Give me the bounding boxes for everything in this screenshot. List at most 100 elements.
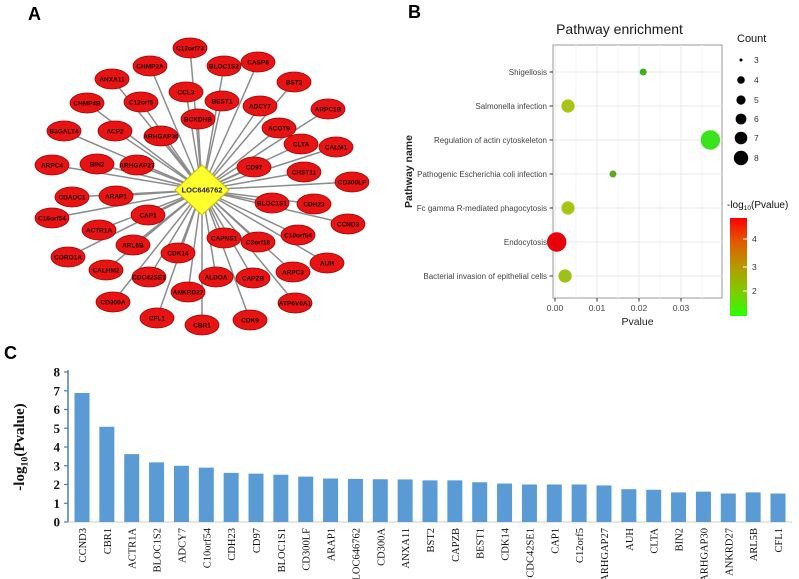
bar-label: CDH23 [227, 528, 238, 561]
bar-label: ARHGAP27 [600, 528, 611, 579]
bar [397, 479, 413, 522]
bar-label: ACTR1A [128, 528, 139, 569]
network-edge [105, 189, 203, 271]
network-node: CLTA [283, 133, 319, 155]
pathway-dot [700, 130, 721, 150]
network-node: CD300LF [334, 171, 370, 193]
network-node: CDK9 [232, 309, 268, 331]
network-node-label: CDH23 [303, 201, 325, 208]
bar-label: CFL1 [774, 528, 785, 553]
network-node-label: ACP2 [106, 128, 124, 135]
network-node-label: CHST11 [292, 169, 317, 176]
network-node-label: CDADC1 [58, 194, 85, 201]
bar-label: CD300A [376, 528, 387, 566]
network-node-label: CD300A [101, 299, 126, 306]
panel-c-label: C [4, 343, 17, 363]
network-node: ALDOA [198, 266, 234, 288]
bar [472, 482, 488, 522]
color-legend-gradient [730, 218, 747, 316]
bar [149, 462, 165, 522]
network-node: CD300A [95, 291, 131, 313]
x-tick-label: 0.03 [673, 303, 690, 313]
network-node: CALHM2 [88, 259, 124, 281]
network-node-label: ATP6V0A1 [279, 300, 312, 307]
panel-b-label: B [408, 2, 421, 22]
count-legend-dot [737, 76, 745, 84]
y-tick-label: 7 [54, 383, 61, 398]
network-node: ARPC1B [310, 98, 346, 120]
network-center-node: LOC646762 [174, 164, 230, 216]
network-node-label: ARPC3 [282, 269, 304, 276]
network-node: CALM1 [318, 136, 354, 158]
network-node-label: BLOC1S2 [209, 63, 239, 70]
network-node: BLOC1S1 [254, 192, 290, 214]
bar-label: CCND3 [78, 528, 89, 562]
network-node: ACOT9 [261, 117, 297, 139]
y-tick-label: 3 [54, 458, 61, 473]
network-node: BLOC1S2 [206, 55, 242, 77]
network-edge [201, 189, 294, 273]
network-node-label: CCL3 [178, 89, 195, 96]
network-node: C12orf5 [123, 91, 159, 113]
count-legend-value: 4 [754, 75, 759, 85]
network-node-label: CASP8 [247, 59, 269, 66]
network-edge [86, 102, 203, 191]
network-edge [51, 164, 203, 191]
pathway-label: Pathogenic Escherichia coli infection [417, 170, 547, 179]
network-node-label: CBR1 [193, 322, 211, 329]
network-node: ARHGAP30 [143, 125, 179, 147]
bar [298, 476, 314, 522]
bar [521, 484, 537, 522]
network-node: ANXA11 [94, 68, 130, 90]
bar [671, 492, 687, 522]
network-node: CAPNS1 [206, 227, 242, 249]
network-node-label: CDC42SE1 [132, 274, 166, 281]
network-node: BST2 [276, 71, 312, 93]
network-node-label: CD97 [246, 164, 263, 171]
count-legend-value: 6 [754, 114, 759, 124]
network-node: CBR1 [184, 314, 220, 336]
network-node-label: ACTR1A [86, 227, 113, 234]
network-node-label: CAPZB [242, 275, 265, 282]
bar-label: BST2 [426, 528, 437, 553]
count-legend-value: 7 [754, 133, 759, 143]
pathway-dot [558, 269, 572, 283]
y-tick-label: 4 [54, 440, 61, 455]
network-edge [201, 61, 259, 191]
network-node-label: CORO1A [54, 254, 82, 261]
network-edge [67, 189, 203, 258]
network-node: CAP1 [130, 204, 166, 226]
network-node-label: C3orf18 [246, 239, 271, 246]
bar [596, 485, 612, 522]
network-node: CAPZB [235, 267, 271, 289]
network-node: B3GALT4 [46, 120, 82, 142]
y-tick-label: 5 [54, 421, 61, 436]
bar [347, 478, 363, 522]
network-node: CHMP2A [132, 55, 168, 77]
network-node: CD97 [236, 156, 272, 178]
network-node-label: BLOC1S1 [257, 200, 287, 207]
network-node: CHMP4B [69, 92, 105, 114]
pathway-dot [609, 170, 617, 178]
network-node-label: BIN2 [90, 161, 105, 168]
pathway-label: Endocytosis [504, 238, 547, 247]
network-node-label: ANXA11 [99, 76, 125, 83]
network-node: C16orf54 [34, 207, 70, 229]
bar [74, 393, 90, 522]
y-axis-title: -log10(Pvalue) [12, 403, 30, 490]
network-node-label: ACOT9 [268, 125, 290, 132]
network-node-label: ANKRD27 [173, 289, 204, 296]
network-node-label: C10orf54 [284, 232, 312, 239]
network-node: CDH23 [296, 193, 332, 215]
bar [372, 479, 388, 522]
network-node: ARHGAP27 [119, 154, 155, 176]
x-tick-label: 0.00 [547, 303, 564, 313]
network-node: C3orf18 [240, 231, 276, 253]
network-edge [201, 189, 251, 321]
bar [770, 493, 786, 522]
network-node: ARPC4 [34, 154, 70, 176]
network-center-label: LOC646762 [182, 186, 223, 195]
